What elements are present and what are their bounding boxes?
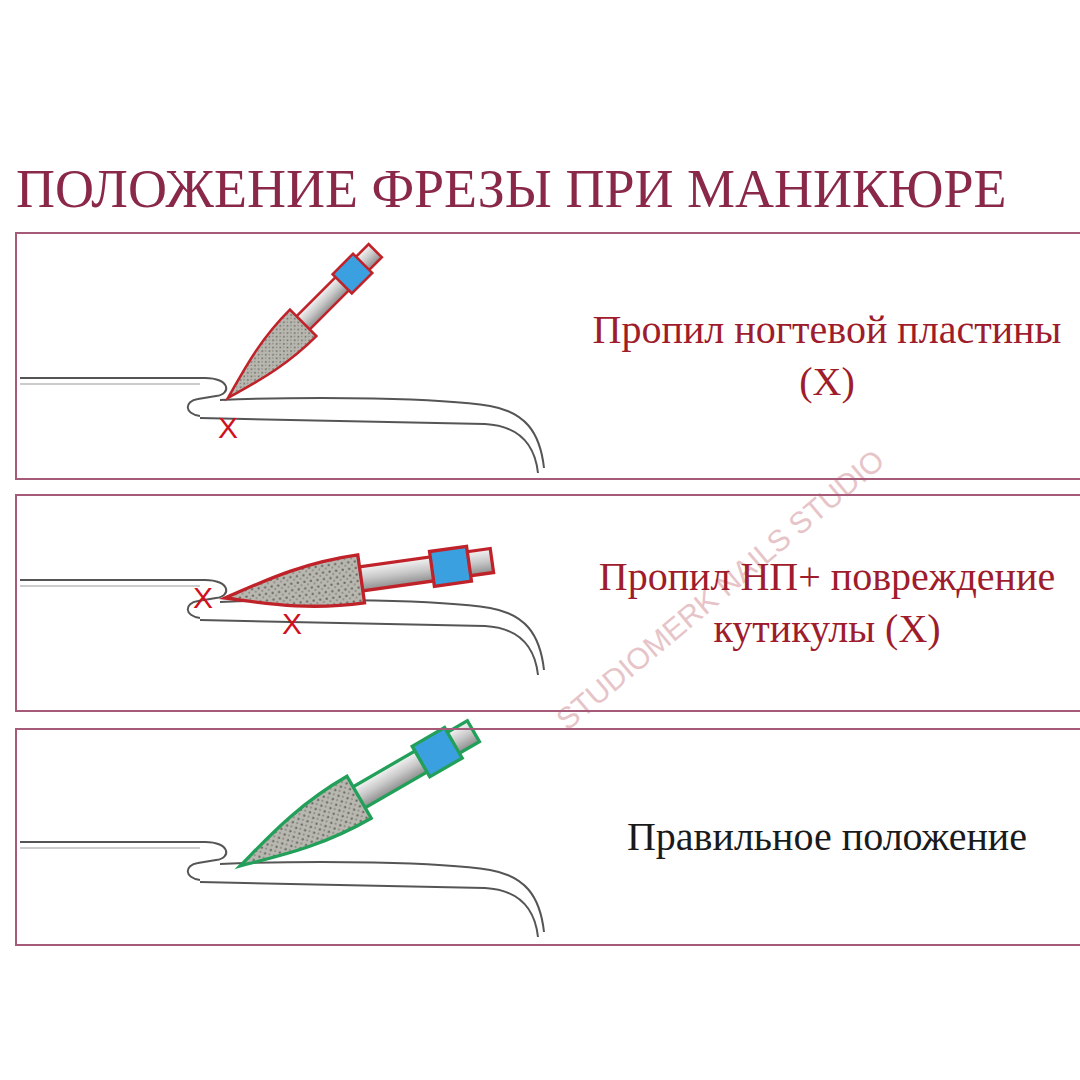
example-panel: Пропил НП+ повреждение кутикулы (X) xyxy=(15,494,1080,712)
cut-mark: X xyxy=(282,607,302,641)
cut-mark: X xyxy=(218,411,238,445)
cut-mark: X xyxy=(193,581,213,615)
panel-caption: Пропил НП+ повреждение кутикулы (X) xyxy=(592,551,1062,655)
example-panel: Правильное положение xyxy=(15,728,1080,946)
example-panel: Пропил ногтевой пластины (X) xyxy=(15,232,1080,480)
panel-caption: Правильное положение xyxy=(592,811,1062,863)
panel-caption: Пропил ногтевой пластины (X) xyxy=(592,304,1062,408)
diagram-title: ПОЛОЖЕНИЕ ФРЕЗЫ ПРИ МАНИКЮРЕ xyxy=(16,158,1006,220)
